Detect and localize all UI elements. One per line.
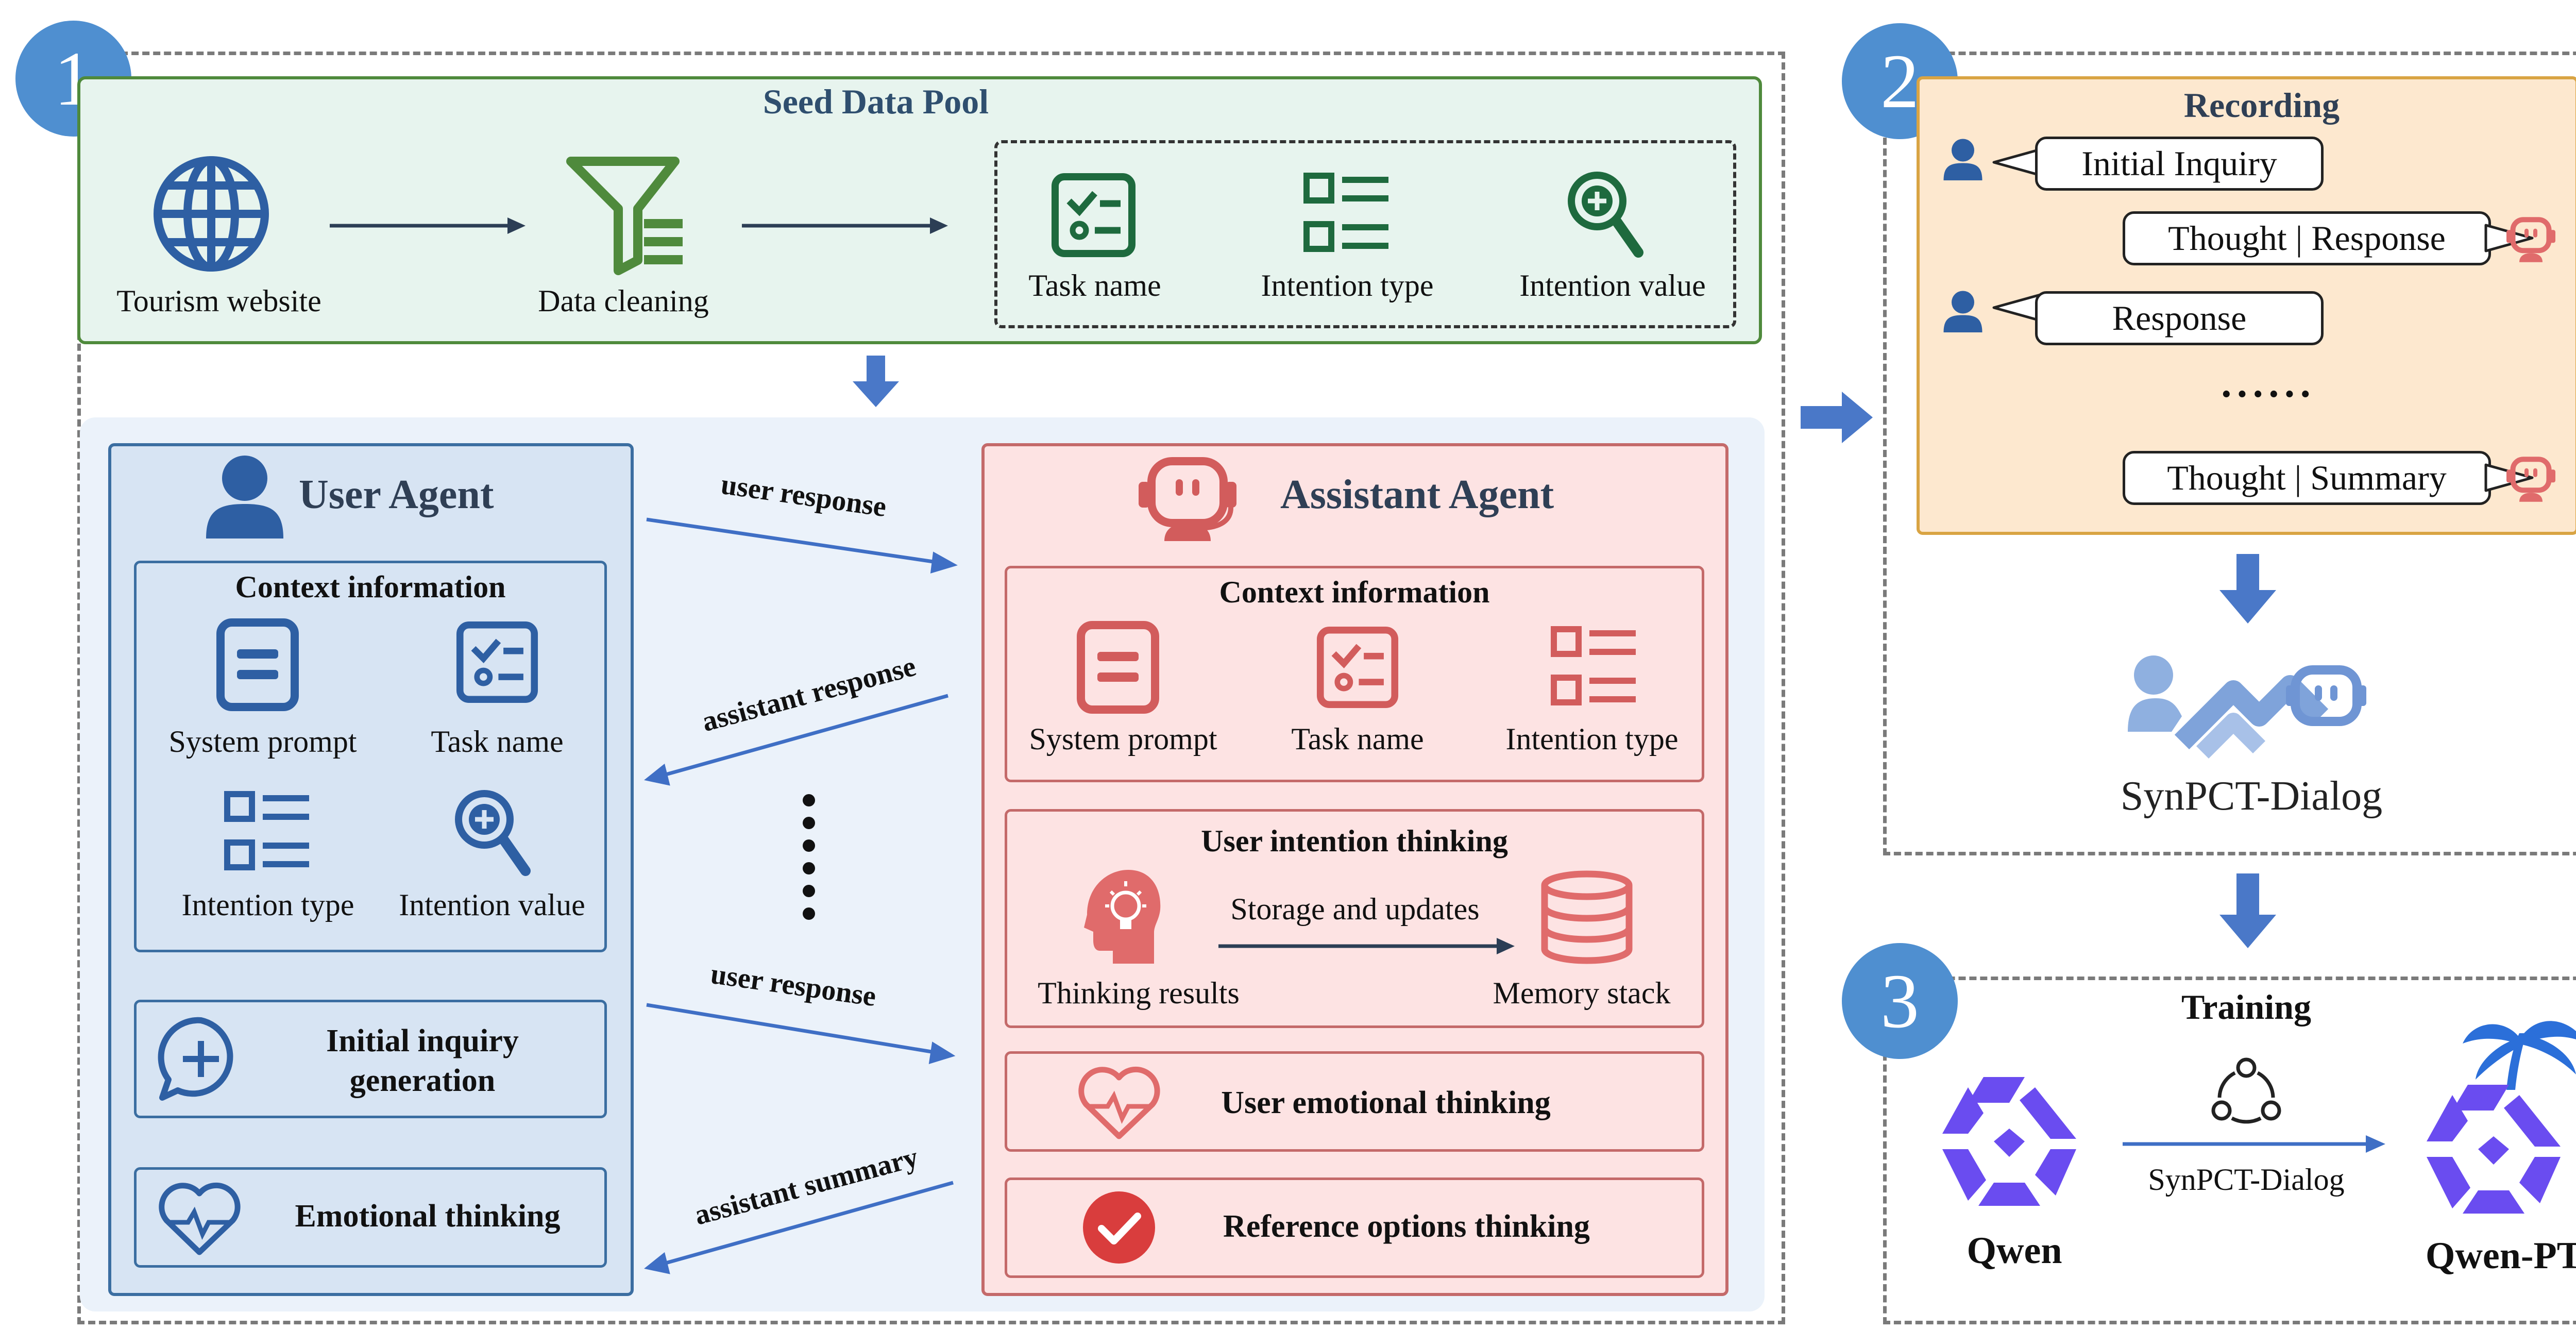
down-arrow-seed-to-agents	[853, 356, 899, 407]
system-prompt-icon	[1077, 621, 1159, 714]
globe-icon	[154, 156, 269, 272]
assistant-intention-type-label: Intention type	[1505, 722, 1679, 756]
seed-pool-title: Seed Data Pool	[762, 82, 989, 121]
initial-inquiry-box	[134, 1000, 607, 1118]
user-small-icon	[1943, 139, 1982, 180]
system-prompt-icon	[216, 618, 299, 711]
database-icon	[1541, 870, 1633, 964]
section-2-frame	[1883, 52, 2576, 855]
data-cleaning-label: Data cleaning	[538, 284, 709, 318]
chat-plus-icon	[158, 1017, 233, 1101]
qwen-label: Qwen	[1967, 1230, 2062, 1272]
step-3-badge: 3	[1842, 943, 1958, 1059]
task-checklist-icon	[456, 621, 538, 703]
reference-options-box	[1005, 1177, 1704, 1278]
user-context-title: Context information	[235, 570, 506, 604]
assistant-context-title: Context information	[1219, 575, 1490, 609]
training-arrow-label: SynPCT-Dialog	[2148, 1163, 2345, 1197]
user-icon	[206, 456, 283, 539]
cycle-icon	[2211, 1057, 2281, 1124]
response-bubble: Response	[2035, 291, 2324, 345]
magnifier-plus-icon	[455, 790, 531, 876]
emotional-thinking-box	[134, 1167, 607, 1268]
assistant-emotional-label: User emotional thinking	[1221, 1085, 1551, 1120]
user-small-icon	[1943, 291, 1982, 332]
arrow-thinking-to-memory	[1218, 938, 1515, 954]
tourism-website-label: Tourism website	[116, 284, 321, 318]
user-task-name-label: Task name	[431, 725, 564, 759]
arrow-qwen-to-qwenpt	[2123, 1135, 2385, 1153]
intention-thinking-title: User intention thinking	[1201, 824, 1508, 858]
filter-icon	[566, 157, 683, 275]
reference-options-label: Reference options thinking	[1223, 1209, 1590, 1244]
down-arrow-recording-to-dataset	[2219, 554, 2276, 624]
section-1-frame	[77, 52, 1785, 1324]
assistant-agent-panel	[981, 443, 1728, 1296]
down-arrow-dataset-to-training	[2219, 873, 2276, 948]
training-title: Training	[2181, 987, 2311, 1027]
user-emotional-label: Emotional thinking	[295, 1199, 561, 1234]
thought-summary-bubble: Thought | Summary	[2123, 451, 2491, 505]
heart-pulse-icon	[1078, 1066, 1160, 1139]
list-icon	[1551, 626, 1636, 705]
arrow-tourism-to-cleaning	[330, 217, 526, 234]
robot-icon	[1139, 457, 1236, 541]
section-3-frame	[1883, 977, 2576, 1324]
bubble-tail	[1992, 148, 2042, 177]
user-context-box	[134, 561, 607, 952]
seed-intention-type-label: Intention type	[1261, 268, 1434, 302]
recording-ellipsis: ······	[2219, 372, 2315, 417]
qwen-pt-logo-icon	[2427, 1021, 2576, 1214]
initial-inquiry-bubble: Initial Inquiry	[2035, 137, 2324, 191]
heart-pulse-icon	[159, 1182, 241, 1255]
assistant-agent-title: Assistant Agent	[1280, 472, 1554, 517]
thought-response-bubble: Thought | Response	[2123, 211, 2491, 265]
user-emotional-thinking-box	[1005, 1051, 1704, 1152]
right-arrow-to-recording	[1801, 392, 1873, 443]
thinking-results-label: Thinking results	[1038, 976, 1240, 1010]
seed-task-name-label: Task name	[1028, 268, 1161, 302]
recording-title: Recording	[2183, 86, 2340, 125]
arrow-cleaning-to-seeds	[742, 217, 948, 234]
qwen-pt-label: Qwen-PT	[2425, 1235, 2576, 1277]
task-checklist-icon	[1052, 173, 1136, 257]
list-icon	[1303, 173, 1388, 252]
user-agent-panel	[108, 443, 634, 1296]
inquiry-label-line1: Initial inquiry	[326, 1023, 519, 1058]
inquiry-label-line2: generation	[349, 1063, 496, 1098]
robot-small-icon	[2506, 457, 2555, 502]
memory-stack-label: Memory stack	[1493, 976, 1671, 1010]
dataset-label: SynPCT-Dialog	[2120, 773, 2383, 819]
list-icon	[224, 791, 309, 870]
seed-data-pool	[77, 76, 1762, 344]
seed-intention-value-label: Intention value	[1519, 268, 1706, 302]
user-system-prompt-label: System prompt	[168, 725, 357, 759]
user-intention-type-label: Intention type	[181, 888, 354, 922]
check-circle-icon	[1083, 1191, 1155, 1264]
seed-items-group	[994, 140, 1736, 328]
storage-updates-label: Storage and updates	[1230, 892, 1480, 926]
magnifier-plus-icon	[1568, 172, 1643, 258]
assistant-system-prompt-label: System prompt	[1029, 722, 1217, 756]
qwen-logo-icon	[1942, 1077, 2076, 1206]
head-lightbulb-icon	[1084, 870, 1161, 964]
user-intention-thinking-box	[1005, 809, 1704, 1028]
task-checklist-icon	[1316, 626, 1399, 709]
user-agent-title: User Agent	[299, 472, 494, 517]
assistant-context-box	[1005, 566, 1704, 782]
assistant-task-name-label: Task name	[1291, 722, 1424, 756]
dataset-logo-icon	[2128, 655, 2366, 759]
user-intention-value-label: Intention value	[399, 888, 585, 922]
bubble-tail	[1992, 293, 2042, 322]
robot-small-icon	[2506, 217, 2555, 262]
